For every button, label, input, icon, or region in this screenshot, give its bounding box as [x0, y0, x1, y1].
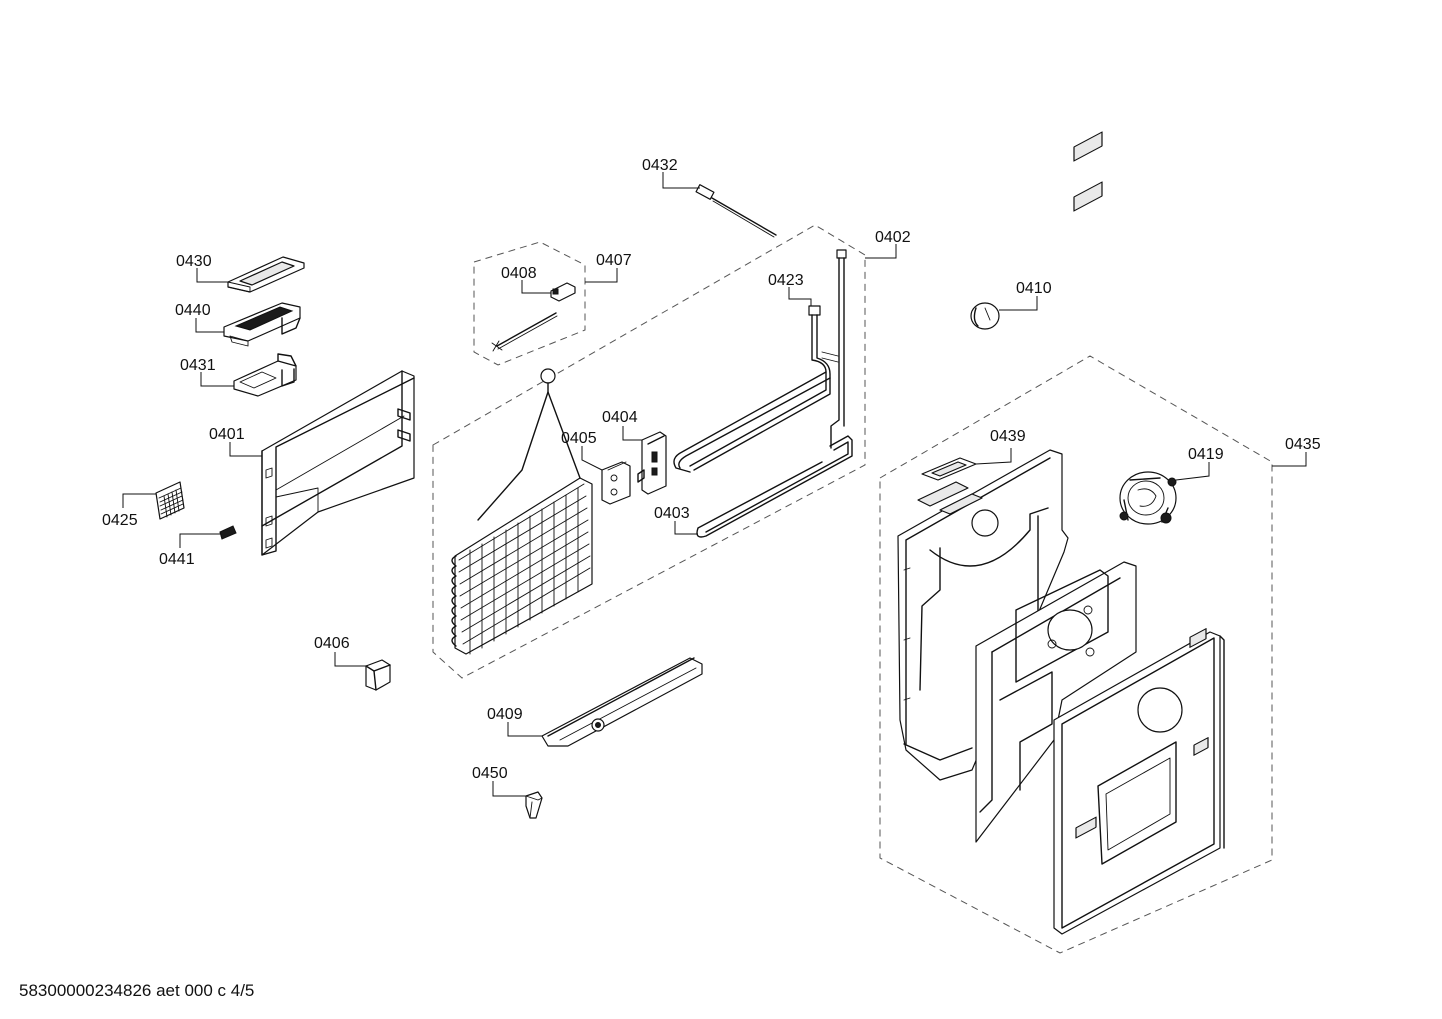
label-0440[interactable]: 0440	[175, 302, 211, 319]
label-0419[interactable]: 0419	[1188, 446, 1224, 463]
leader-0439	[975, 448, 1012, 465]
part-0404-bracket[interactable]	[637, 431, 667, 495]
document-code-footer: 58300000234826 aet 000 c 4/5	[19, 981, 255, 1000]
part-0403-drain-heater[interactable]	[696, 435, 853, 538]
label-0409[interactable]: 0409	[487, 706, 523, 723]
leader-0401	[229, 442, 262, 457]
label-0403[interactable]: 0403	[654, 505, 690, 522]
leader-0432	[662, 172, 700, 189]
leader-0441	[179, 533, 220, 548]
part-0439-frame[interactable]	[921, 457, 977, 481]
leader-0403	[674, 521, 698, 535]
label-0441[interactable]: 0441	[159, 551, 195, 568]
leader-0430	[196, 268, 228, 283]
leader-0410	[999, 296, 1038, 311]
part-0425-grille[interactable]	[155, 481, 185, 520]
label-0410[interactable]: 0410	[1016, 280, 1052, 297]
leader-0440	[195, 318, 224, 333]
label-0406[interactable]: 0406	[314, 635, 350, 652]
leader-0450	[492, 781, 526, 797]
part-0435-panel-middle[interactable]	[975, 561, 1137, 843]
group-box-0407	[473, 241, 586, 366]
leader-0402	[865, 244, 897, 259]
label-0450[interactable]: 0450	[472, 765, 508, 782]
label-0405[interactable]: 0405	[561, 430, 597, 447]
part-0408-bracket[interactable]	[550, 282, 576, 302]
group-box-0435	[879, 355, 1273, 954]
part-0405-mount[interactable]	[601, 461, 631, 505]
part-0435-panel-front[interactable]	[1053, 131, 1225, 935]
label-0407[interactable]: 0407	[596, 252, 632, 269]
leader-0406	[334, 652, 366, 667]
part-0419-fan[interactable]	[1119, 471, 1177, 525]
label-0430[interactable]: 0430	[176, 253, 212, 270]
label-0402[interactable]: 0402	[875, 229, 911, 246]
part-0432-wire[interactable]	[695, 184, 777, 238]
part-0410-cap[interactable]	[970, 302, 1000, 330]
part-0407-probe[interactable]	[491, 312, 558, 352]
label-0423[interactable]: 0423	[768, 272, 804, 289]
part-0435-panel-back[interactable]	[897, 449, 1069, 781]
label-0435[interactable]: 0435	[1285, 436, 1321, 453]
group-box-0402	[432, 224, 866, 679]
part-0406-block[interactable]	[365, 659, 391, 691]
label-0431[interactable]: 0431	[180, 357, 216, 374]
leader-0431	[200, 372, 234, 387]
part-0450-plug[interactable]	[525, 791, 543, 819]
part-0430-cover[interactable]	[227, 256, 305, 293]
part-0402-evaporator[interactable]	[451, 368, 593, 655]
leader-0409	[507, 722, 542, 737]
part-0409-tray[interactable]	[541, 657, 703, 747]
label-0425[interactable]: 0425	[102, 512, 138, 529]
leader-0404	[622, 426, 642, 441]
part-0441-strip[interactable]	[219, 525, 237, 540]
part-0431-clip[interactable]	[233, 353, 297, 397]
label-0408[interactable]: 0408	[501, 265, 537, 282]
part-0401-shroud[interactable]	[261, 370, 415, 556]
leader-0435	[1272, 452, 1307, 467]
label-0404[interactable]: 0404	[602, 409, 638, 426]
part-0440-housing[interactable]	[223, 302, 301, 347]
leader-0423	[788, 287, 812, 306]
part-0423-heater[interactable]	[673, 249, 847, 473]
label-0439[interactable]: 0439	[990, 428, 1026, 445]
leader-0407	[585, 268, 618, 283]
label-0401[interactable]: 0401	[209, 426, 245, 443]
label-0432[interactable]: 0432	[642, 157, 678, 174]
leader-0405	[581, 446, 603, 471]
leader-0408	[521, 280, 551, 294]
leader-0419	[1175, 462, 1210, 481]
leader-0425	[122, 493, 156, 508]
